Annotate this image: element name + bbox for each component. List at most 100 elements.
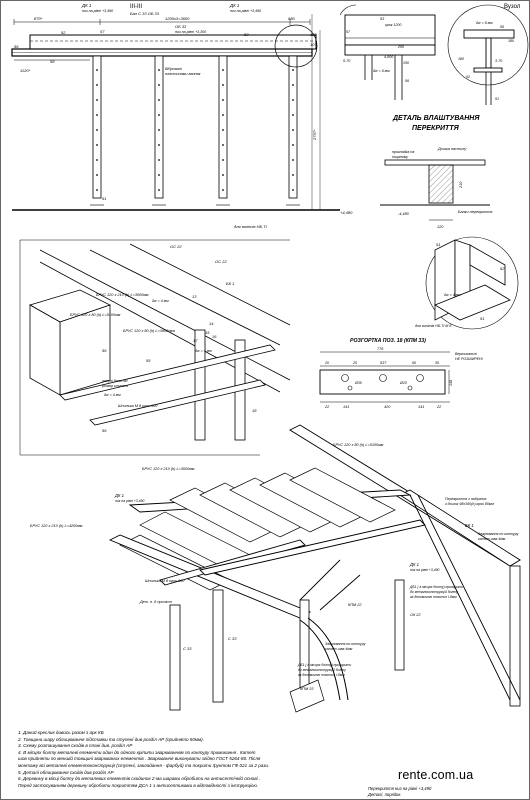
iso3-weld-note-1: Зварювання по контуру [478,532,519,536]
floor-beam-label: Балки перекриття [458,210,492,214]
section-title: III-III [130,4,142,10]
dim-680: 680 [288,16,295,21]
vibrate-note-1: Вібровані [165,67,182,71]
rd-52: 52 [466,75,470,79]
iso1-14: 14 [209,321,214,326]
rd-step-1200: крок 1200 [385,23,401,27]
unfold-141: 141 [343,405,349,409]
rd-56: 56 [405,79,409,83]
rd-53: 53 [380,17,385,21]
general-notes: 1. Даний креслик дивись разом з арк КБ 2… [18,730,388,789]
iso1-beam-note-1: опорні бали під [102,379,128,383]
note-line: 6. Деревину в місці болту до металевих е… [18,776,261,782]
vibrate-note-2: пластинами вапняк [165,72,201,76]
iso1-55: 55 [146,358,151,363]
note-line: 1. Даний креслик дивись разом з арк КБ [18,730,104,735]
floor-level: -4,480 [398,212,410,216]
iso3-brus-420: БРУС 120 х 210 (h) L=4200мм [30,524,83,528]
iso3-db1-b-3: за допомогою пластин І-8мм [297,673,345,677]
iso3-pin: Шпилька М 8 крок 600 [145,579,185,583]
iso3-weld-2: катет шва 4мм [325,647,353,651]
callout-53: 53 [244,32,249,37]
unfold-22b: 22 [436,405,442,409]
floor-detail: ДЕТАЛЬ ВЛАШТУВАННЯ ПЕРЕКРИТТЯ Дошка наст… [380,115,492,229]
dk1-left-label: ДК 1 [81,3,92,8]
iso3-weld-note-2: катет шва 4мм [478,537,506,541]
rd-180b: 180 [458,57,464,61]
iso1-brus-3: БРУС 120 х 80 (h) L=3600*мм [123,329,175,333]
ob33-level: низ на рівні +3,300 [175,30,206,34]
dim-120: 120 [310,32,317,37]
watermark: rente.com.ua [398,768,474,782]
iso1-os22-top: ОС 22 [170,244,182,249]
beam-group-label: Бал С 33 ОБ 33 [130,11,160,16]
iso1-p56: 56 [102,428,107,433]
floor-detail-title-2: ПЕРЕКРИТТЯ [412,125,460,132]
title-stamp: Перекриття низ на рівні +3,490 Деталі, п… [368,786,431,797]
iso3-dk1-a-level: низ на рівні +3,490 [115,499,145,503]
iso1-shelf: Шпилька М 8 крок 600 [118,404,158,408]
floor-detail-title-1: ДЕТАЛЬ ВЛАШТУВАННЯ [392,115,480,122]
iso2-51: 51 [436,242,440,247]
dim-2757: 2757* [312,129,317,141]
unfold-side-note-2: НЕ РОЗШИРЕНІ [455,357,483,361]
unfold-776: 776 [377,347,384,351]
unfold-35: 35 [435,361,439,365]
rd-150: 150 [403,61,409,65]
iso3-kpm22: КПМ 22 [348,603,362,607]
iso3-brus-80: БРУС 120 х 80 (h) L=5100мм [333,443,384,447]
iso3-db1-a-1: ДБ1 ( в місцях болту) приварити [409,585,463,589]
rd-4800: 4-800 [384,55,393,59]
dk1-left-level: низ на рівні +3,490 [82,9,113,13]
callout-52: 52 [61,30,66,35]
rd-51: 51 [495,97,499,101]
note-line: 4. В місцях болту металеві елементи один… [18,749,256,755]
note-line: 5. Деталі облицювання сходів див розділ … [18,769,114,775]
floor-brick-note-1: прокладка на [392,150,414,154]
rd-weld-8: δw = 8 мм [476,21,493,25]
callout-56: 56 [14,44,19,49]
iso3-cover-note-2: з дошок 98х160(h) крок 80мм [444,502,494,506]
callout-57: 57 [100,29,105,34]
rd-5-70: 5-70 [343,59,350,63]
iso1-15: 15 [205,330,210,335]
unfold-side-note-1: Вертикальні [455,352,477,356]
iso2-note: для вилітів НБ.ТІ М 8 [415,324,451,328]
unfold-title: РОЗГОРТКА ПОЗ. 18 (КПМ 33) [350,338,426,344]
unfold-d20: Ø20 [399,381,407,385]
iso1-bk1: БК 1 [226,281,234,286]
ob33-label: ОБ 33 [175,24,187,29]
iso2-52: 52 [500,266,505,271]
iso1-brus-2: БРУС 120 х 80 (h) L=5100мм [70,313,121,317]
iso3-brus-300: БРУС 120 х 210 (h) L=3000мм [142,467,195,471]
note-line: 2. Товщина шару облицювання підставки та… [18,736,204,742]
note-line: монтажу всі металеві елементоконструкції… [18,762,270,768]
iso-main-view: БРУС 120 х 80 (h) L=5100мм БРУС 120 х 21… [30,424,521,713]
iso-detail-2: 52 51 δw = 4 мм 51 для вилітів НБ.ТІ М 8 [415,236,519,330]
iso3-det: Дет. п. 8 пролітн [139,600,173,604]
iso1-weld-a: δw = 4 мм [152,299,169,303]
iso1-13: 13 [192,294,197,299]
unfold-20: 20 [324,361,329,365]
dim-1120: 1120* [20,68,31,73]
unfold-22: 22 [324,405,330,409]
iso1-56: 56 [102,348,107,353]
callout-51-a: 51 [102,196,106,201]
iso1-beam-note-2: розмір ступеня [101,384,128,388]
rd-57: 57 [346,30,351,34]
rd-180: 180 [508,39,514,43]
dim-1200x3: 1200х3=3600 [165,16,190,21]
columns-elevation [92,55,298,199]
note-line: 3. Схему розташування сходів в плані див… [18,743,133,749]
rd-weld-6: δw = 6 мм [373,69,390,73]
note-line: Перед застосуванням деревину обробити по… [18,782,259,788]
unfold-25: 25 [352,361,357,365]
iso1-18: 18 [252,408,257,413]
iso3-db1-a-2: до металоконструкцій болту [410,590,458,594]
iso3-db1-a-3: за допомогою пластин І-8мм [409,595,457,599]
unfold-140: 140 [449,380,453,386]
callout-58: 58 [50,59,55,64]
dk1-right-level: низ на рівні +3,490 [230,9,261,13]
iso3-kpm33: КПМ 33 [300,687,314,691]
iso3-cover-note-1: Перекриття з набраних [445,497,487,501]
